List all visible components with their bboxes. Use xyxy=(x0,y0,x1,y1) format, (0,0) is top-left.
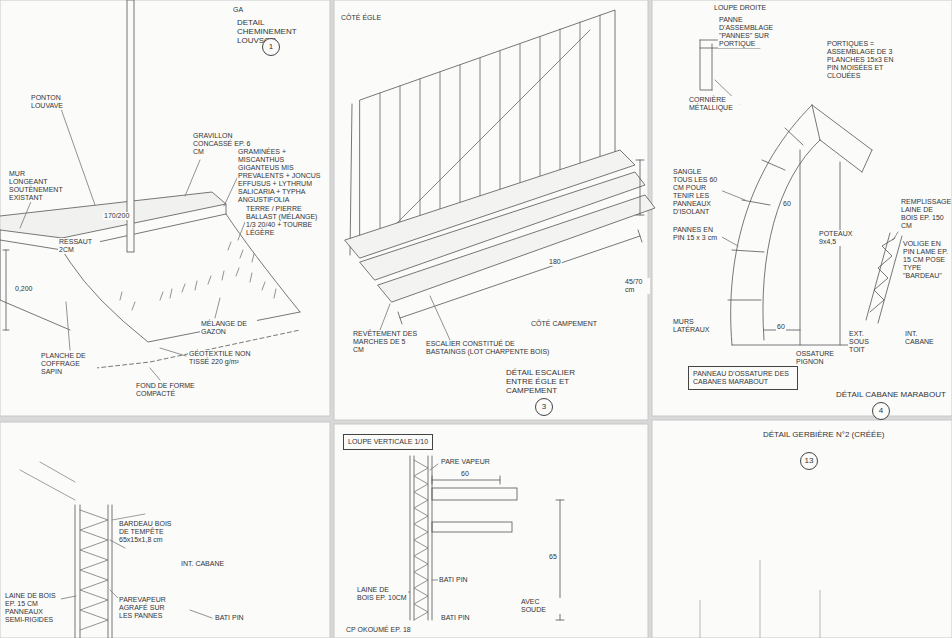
faint-lines xyxy=(700,560,820,638)
annotation-label: AVEC SOUDE xyxy=(520,598,567,614)
annotation-label: 65 xyxy=(548,553,558,561)
annotation-label: GÉOTEXTILE NON TISSÉ 220 g/m² xyxy=(188,350,270,366)
grass-hatching xyxy=(120,242,276,310)
node-text: 3 xyxy=(542,402,546,411)
sheet xyxy=(0,422,330,638)
annotation-label: CP OKOUMÉ EP. 18 xyxy=(345,626,412,634)
annotation-label: LAINE DE BOIS EP. 10CM xyxy=(356,586,408,602)
annotation-label: 60 xyxy=(776,323,786,331)
leader-lines xyxy=(400,464,438,592)
annotation-label: MURS LATÉRAUX xyxy=(672,318,719,334)
title-box: PANNEAU D'OSSATURE DES CABANES MARABOUT xyxy=(688,366,798,390)
annotation-label: EXT. SOUS TOIT xyxy=(848,330,882,354)
annotation-label: 180 xyxy=(548,258,562,266)
callout-number: 13 xyxy=(800,452,818,470)
wall-layers xyxy=(410,456,432,620)
leader-lines xyxy=(715,80,898,246)
node-text: 1 xyxy=(269,42,273,51)
annotation-label: CÔTÉ ÉGLE xyxy=(340,14,382,22)
annotation-label: 60 xyxy=(460,470,470,478)
annotation-label: MÉLANGE DE GAZON xyxy=(200,320,257,336)
callout-number: 4 xyxy=(872,402,890,420)
annotation-label: 45/70 cm xyxy=(624,278,650,294)
gable-posts xyxy=(732,150,862,345)
annotation-label: DÉTAIL ESCALIER ENTRE ÉGLE ET CAMPEMENT xyxy=(505,368,582,396)
annotation-label: DÉTAIL CABANE MARABOUT xyxy=(835,390,947,399)
node-text: PANNEAU D'OSSATURE DES CABANES MARABOUT xyxy=(693,370,793,386)
insulation-zigzag xyxy=(80,510,108,630)
callout-number: 1 xyxy=(262,38,280,56)
annotation-label: CÔTÉ CAMPEMENT xyxy=(530,320,598,328)
annotation-label: PANNES EN PIN 15 x 3 cm xyxy=(672,226,722,242)
sheet xyxy=(652,420,952,638)
annotation-label: 170/200 xyxy=(103,212,130,220)
wall-layers xyxy=(75,505,112,638)
annotation-label: PANNE D'ASSEMBLAGE "PANNES" SUR PORTIQUE xyxy=(718,16,795,48)
cabin-frame xyxy=(700,40,902,345)
stair-treads xyxy=(345,150,655,302)
annotation-label: LOUPE DROITE xyxy=(713,4,767,12)
annotation-label: 60 xyxy=(782,200,792,208)
annotation-label: VOLIGE EN PIN LAME EP. 15 CM POSE TYPE "… xyxy=(902,240,950,280)
annotation-label: POTEAUX 9x4,5 xyxy=(818,230,855,246)
annotation-label: 0,200 xyxy=(14,285,34,293)
faint-line xyxy=(700,560,820,638)
beam xyxy=(432,522,512,532)
purlins xyxy=(728,128,803,300)
annotation-label: PONTON LOUVAVE xyxy=(30,94,92,110)
callout-number: 3 xyxy=(535,398,553,416)
title-box: LOUPE VERTICALE 1/10 xyxy=(343,434,433,450)
annotation-label: SANGLE TOUS LES 60 CM POUR TENIR LES PAN… xyxy=(672,168,722,216)
annotation-label: PLANCHE DE COFFRAGE SAPIN xyxy=(40,352,97,376)
sheet xyxy=(652,0,952,416)
annotation-label: INT. CABANE xyxy=(904,330,946,346)
sheet xyxy=(334,424,648,638)
annotation-label: BATI PIN xyxy=(438,576,469,584)
sheet xyxy=(0,0,330,416)
dimension-line xyxy=(398,160,644,324)
annotation-label: LAINE DE BOIS EP. 15 CM PANNEAUX SEMI-RI… xyxy=(4,592,61,624)
annotation-label: FOND DE FORME COMPACTÉ xyxy=(135,382,197,398)
dimension-line xyxy=(3,250,9,330)
annotation-label: PORTIQUES = ASSEMBLAGE DE 3 PLANCHES 15x… xyxy=(826,40,908,80)
annotation-label: RESSAUT 2CM xyxy=(58,238,100,254)
vertical-section xyxy=(400,456,564,620)
annotation-label: GRAMINÉES + MISCANTHUS GIGANTEUS MIS PRE… xyxy=(237,148,324,204)
annotation-label: REMPLISSAGE LAINE DE BOIS EP. 150 CM xyxy=(900,198,950,230)
stair-sketch xyxy=(345,10,655,340)
annotation-label: BATI PIN xyxy=(440,614,471,622)
annotation-label: BATI PIN xyxy=(214,614,245,622)
shingles xyxy=(20,462,145,520)
annotation-label: GA xyxy=(232,6,244,14)
annotation-label: ESCALIER CONSTITUÉ DE BASTAINGS (LOT CHA… xyxy=(425,340,557,356)
portal-arch xyxy=(731,105,872,345)
annotation-label: INT. CABANE xyxy=(180,560,225,568)
node-text: 4 xyxy=(879,406,883,415)
annotation-label: DÉTAIL GERBIÈRE N°2 (CRÉÉE) xyxy=(762,430,885,439)
annotation-label: MUR LONGEANT SOUTÈNEMENT EXISTANT xyxy=(8,170,65,202)
node-text: 13 xyxy=(805,456,814,465)
annotation-label: BARDEAU BOIS DE TEMPÊTE 65x15x1,8 cm xyxy=(118,520,180,544)
beam xyxy=(432,488,517,500)
annotation-label: TERRE / PIERRE BALLAST (MÉLANGE) 1/3 20/… xyxy=(245,205,327,237)
annotation-label: CORNIÈRE MÉTALLIQUE xyxy=(688,96,740,112)
insulation-band xyxy=(866,233,902,323)
annotation-label: REVÊTEMENT DES MARCHES DE 5 CM xyxy=(352,330,419,354)
insulation-zigzag xyxy=(414,460,428,620)
node-text: LOUPE VERTICALE 1/10 xyxy=(348,438,428,446)
annotation-label: PARE VAPEUR xyxy=(440,458,491,466)
annotation-label: PAREVAPEUR AGRAFÉ SUR LES PANNES xyxy=(118,596,180,620)
slab-edge xyxy=(0,204,226,250)
